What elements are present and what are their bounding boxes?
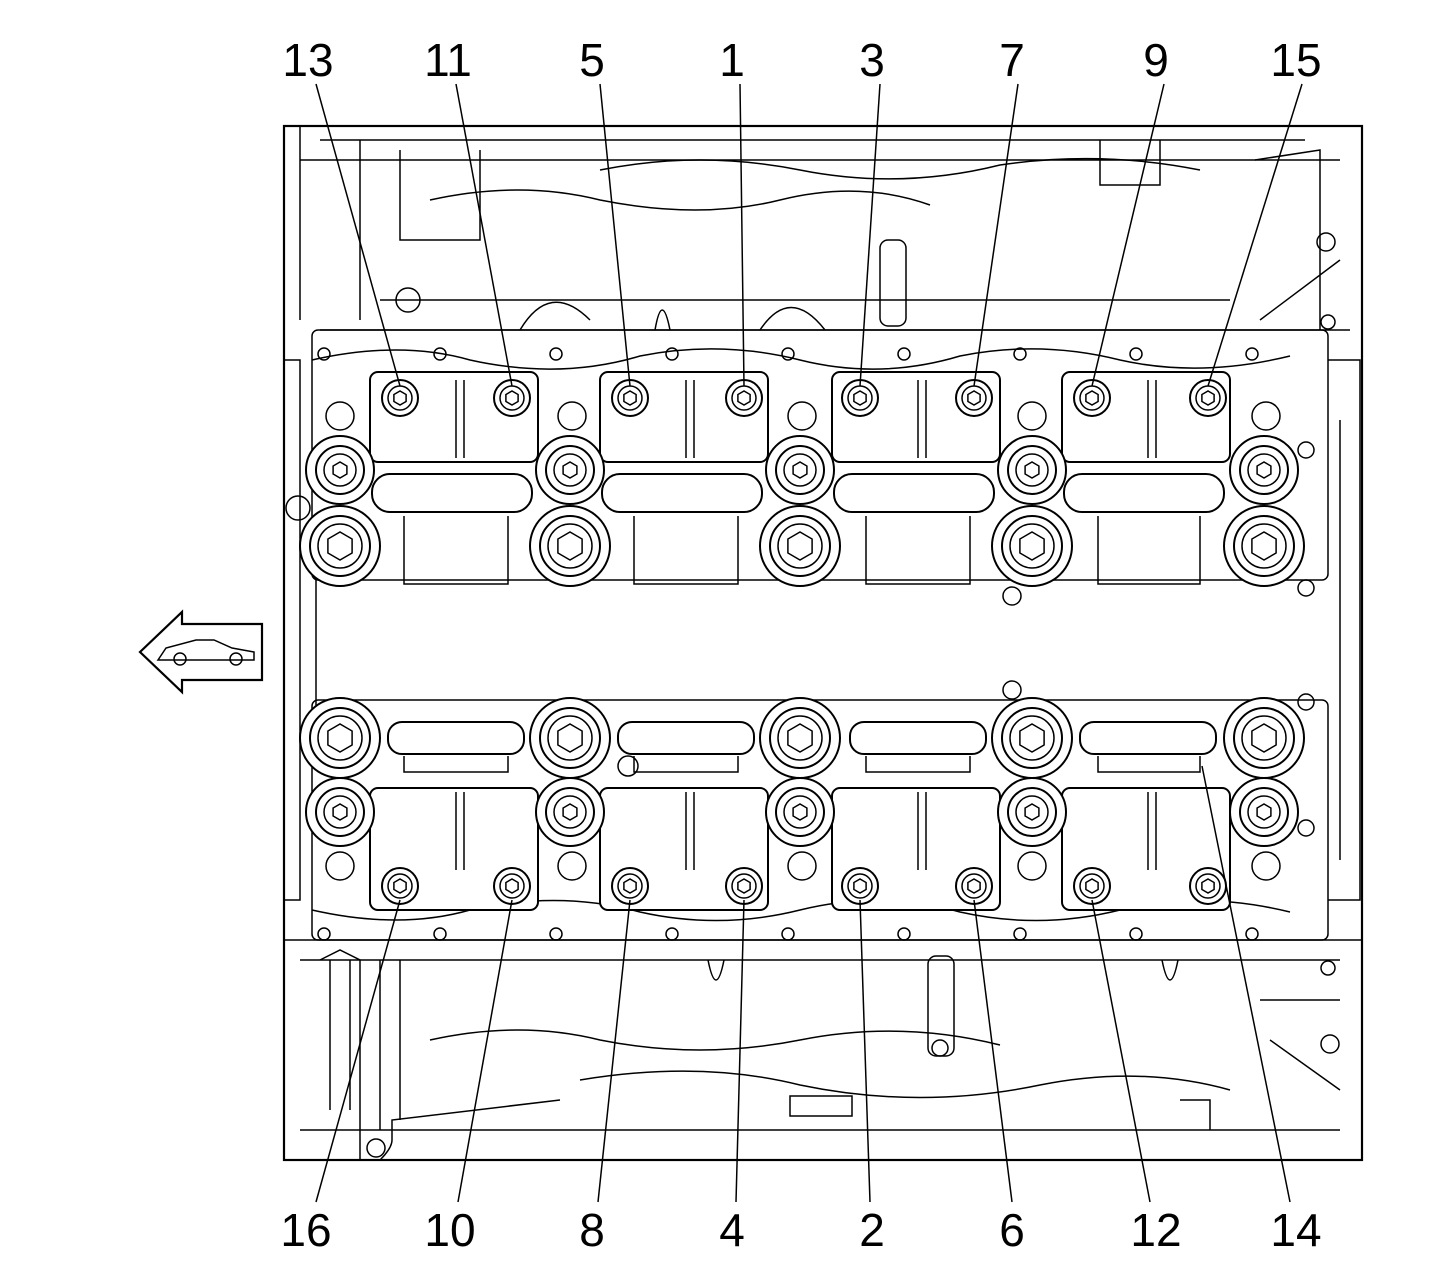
large-bolt-group	[299, 435, 1305, 847]
callout-top-7: 9	[1143, 34, 1169, 86]
leader-line-top-3	[599, 83, 631, 387]
leader-line-bottom-3	[597, 899, 631, 1203]
numbered-cap-bolt-top-8	[1189, 379, 1227, 417]
numbered-cap-bolt-bottom-5	[841, 867, 879, 905]
leader-line-bottom-5	[859, 899, 871, 1203]
leader-line-top-7	[1091, 83, 1165, 387]
numbered-cap-bolt-top-6	[955, 379, 993, 417]
main-bearing-bolt	[765, 435, 835, 505]
numbered-cap-bolt-top-2	[493, 379, 531, 417]
callout-bottom-8: 14	[1270, 1204, 1321, 1256]
leader-line-bottom-7	[1091, 899, 1151, 1203]
main-bearing-bolt	[991, 505, 1073, 587]
leader-line-bottom-2	[457, 899, 513, 1203]
main-bearing-bolt	[299, 505, 381, 587]
numbered-cap-bolt-bottom-4	[725, 867, 763, 905]
callout-top-1: 13	[282, 34, 333, 86]
main-bearing-bolt	[1229, 435, 1299, 505]
leader-line-bottom-6	[973, 899, 1013, 1203]
leader-line-top-1	[315, 83, 401, 387]
main-bearing-bolt	[765, 777, 835, 847]
leader-line-top-2	[455, 83, 513, 387]
callouts-bottom: 16 10 8 4 2 6 12 14	[280, 1204, 1321, 1256]
main-bearing-bolt	[529, 505, 611, 587]
callout-bottom-5: 2	[859, 1204, 885, 1256]
leader-line-top-6	[973, 83, 1019, 387]
main-bearing-bolt	[305, 777, 375, 847]
callout-top-2: 11	[424, 34, 472, 86]
numbered-cap-bolt-bottom-1	[381, 867, 419, 905]
leader-line-top-5	[859, 83, 881, 387]
main-bearing-bolt	[759, 505, 841, 587]
numbered-cap-bolt-bottom-2	[493, 867, 531, 905]
numbered-cap-bolt-bottom-8	[1189, 867, 1227, 905]
callout-top-4: 1	[719, 34, 745, 86]
main-bearing-bolt	[1223, 505, 1305, 587]
callout-bottom-4: 4	[719, 1204, 745, 1256]
callouts-top: 13 11 5 1 3 7 9 15	[282, 34, 1321, 86]
leader-line-top-4	[739, 83, 745, 387]
front-of-vehicle-arrow-icon	[138, 609, 264, 695]
leader-line-bottom-4	[735, 899, 745, 1203]
numbered-cap-bolt-top-7	[1073, 379, 1111, 417]
main-bearing-bolt	[529, 697, 611, 779]
numbered-cap-bolt-bottom-7	[1073, 867, 1111, 905]
callout-bottom-7: 12	[1130, 1204, 1181, 1256]
main-bearing-bolt	[991, 697, 1073, 779]
main-bearing-bolt	[1223, 697, 1305, 779]
numbered-cap-bolt-bottom-6	[955, 867, 993, 905]
main-bearing-bolt	[997, 435, 1067, 505]
callout-top-5: 3	[859, 34, 885, 86]
leader-line-bottom-1	[315, 899, 401, 1203]
main-bearing-bolt	[535, 435, 605, 505]
numbered-cap-bolt-bottom-3	[611, 867, 649, 905]
callout-bottom-2: 10	[424, 1204, 475, 1256]
cap-bolt-group	[381, 379, 1227, 905]
main-bearing-bolt	[305, 435, 375, 505]
callout-top-3: 5	[579, 34, 605, 86]
callout-bottom-3: 8	[579, 1204, 605, 1256]
callout-top-8: 15	[1270, 34, 1321, 86]
leader-line-group	[315, 83, 1303, 1203]
main-bearing-bolt	[1229, 777, 1299, 847]
main-bearing-bolt	[535, 777, 605, 847]
main-bearing-bolt	[997, 777, 1067, 847]
callout-top-6: 7	[999, 34, 1025, 86]
car-icon	[156, 639, 255, 666]
callout-bottom-6: 6	[999, 1204, 1025, 1256]
main-bearing-bolt	[299, 697, 381, 779]
leader-line-bottom-8	[1201, 765, 1291, 1203]
numbered-cap-bolt-top-1	[381, 379, 419, 417]
callout-bottom-1: 16	[280, 1204, 331, 1256]
main-bearing-bolt	[759, 697, 841, 779]
engine-block	[282, 124, 1364, 1162]
leader-line-top-8	[1207, 83, 1303, 387]
